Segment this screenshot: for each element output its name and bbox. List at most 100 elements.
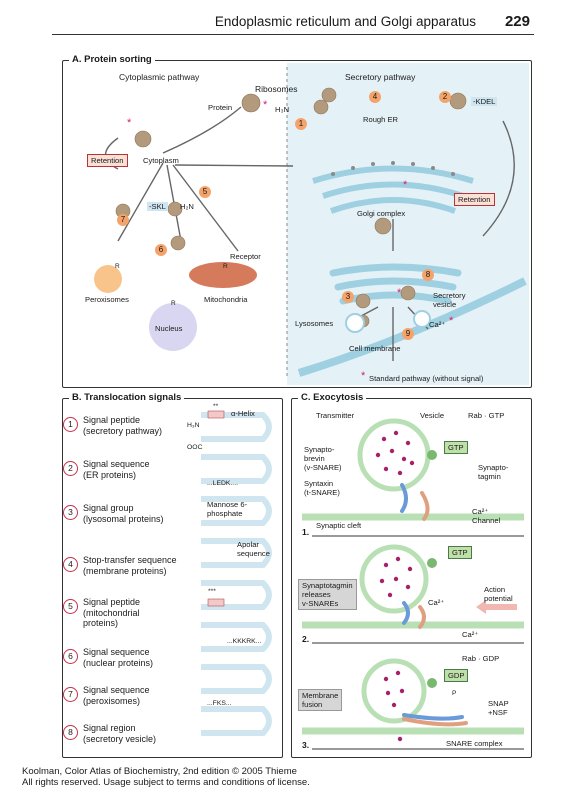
label-nucleus-r: R [171, 300, 176, 307]
protein-blobs [115, 87, 467, 328]
signal-label-7: Signal sequence (peroxisomes) [83, 685, 150, 706]
marker-5: 5 [199, 186, 211, 198]
label-protein: Protein [208, 103, 233, 112]
asterisk-ca: * [449, 315, 454, 327]
transmitter-dots-2 [379, 556, 413, 598]
synaptotagmin-note: Synaptotagmin releases v-SNAREs [298, 579, 357, 610]
label-skl: -SKL [147, 202, 168, 211]
gtp-box-2: GTP [448, 546, 472, 559]
marker-9: 9 [402, 328, 414, 340]
panel-c-title: C. Exocytosis [298, 392, 367, 403]
mitochondrion-shape [189, 262, 257, 288]
signal-row-8: 8 Signal region (secretory vesicle) [63, 721, 283, 761]
gdp-box: GDP [444, 669, 469, 682]
label-peroxisome-r: R [115, 263, 120, 270]
signal-label-5: Signal peptide (mitochondrial proteins) [83, 597, 141, 628]
footer-line-1: Koolman, Color Atlas of Biochemistry, 2n… [22, 766, 297, 777]
action-potential-arrowhead [476, 600, 486, 614]
label-mitochondria: Mitochondria [204, 295, 248, 304]
transmitter-dots-3 [383, 670, 405, 742]
label-ca-channel: Ca²⁺ Channel [472, 507, 501, 525]
marker-7: 7 [117, 214, 129, 226]
asterisk-golgi: * [403, 179, 408, 191]
label-lysosomes: Lysosomes [295, 319, 334, 328]
label-vesicle: Vesicle [420, 411, 445, 420]
asterisk-lysosome: * [397, 287, 402, 299]
transmitter-dots-1 [375, 430, 415, 476]
label-snare-complex: SNARE complex [446, 739, 503, 748]
vesicle-3 [361, 658, 427, 724]
rough-er [312, 165, 474, 214]
protein-sorting-diagram [94, 63, 529, 385]
panel-a-title: A. Protein sorting [69, 54, 155, 65]
signal-label-2: Signal sequence (ER proteins) [83, 459, 150, 480]
footer-line-2: All rights reserved. Usage subject to te… [22, 777, 310, 788]
panel-translocation-signals: B. Translocation signals 1 Signal peptid… [62, 392, 283, 761]
peroxisome-shape [94, 265, 122, 293]
label-synaptic-cleft: Synaptic cleft [316, 521, 362, 530]
signal-row-3: 3 Signal group (lysosomal proteins) [63, 501, 283, 541]
secretory-vesicle-shape [413, 310, 431, 328]
label-kkkrk: ...KKKRK... [227, 638, 262, 645]
retention-left-box: Retention [87, 154, 128, 167]
marker-8: 8 [422, 269, 434, 281]
label-rab-gtp: Rab · GTP [468, 411, 505, 420]
label-secretory-vesicle: Secretory vesicle [433, 291, 466, 309]
signal-label-4: Stop-transfer sequence (membrane protein… [83, 555, 177, 576]
label-cell-membrane: Cell membrane [349, 344, 401, 353]
label-b-plus2: ** [213, 403, 219, 410]
signal-row-1: 1 Signal peptide (secretory pathway) [63, 413, 283, 453]
label-golgi-complex: Golgi complex [357, 209, 406, 218]
label-alpha-helix: α-Helix [231, 409, 255, 418]
nucleus-shape [149, 303, 197, 351]
label-transmitter: Transmitter [316, 411, 355, 420]
retention-right-box: Retention [454, 193, 495, 206]
signal-row-7: 7 Signal sequence (peroxisomes) [63, 683, 283, 723]
legend-standard-pathway: Standard pathway (without signal) [369, 374, 484, 383]
label-h2n: H₂N [180, 202, 194, 211]
label-rough-er: Rough ER [363, 115, 399, 124]
mito-helix-block [207, 598, 225, 607]
signal-membrane-loops [201, 410, 272, 736]
label-fks: ...FKS... [207, 700, 232, 707]
label-kdel: -KDEL [471, 97, 498, 106]
panel-exocytosis: C. Exocytosis [291, 392, 532, 758]
page-header: Endoplasmic reticulum and Golgi apparatu… [0, 13, 564, 38]
chapter-title: Endoplasmic reticulum and Golgi apparatu… [214, 14, 476, 29]
signal-label-1: Signal peptide (secretory pathway) [83, 415, 163, 436]
label-cytoplasmic-pathway: Cytoplasmic pathway [119, 72, 200, 82]
label-ca-3: Ca²⁺ [462, 630, 479, 639]
membrane-fusion-note: Membrane fusion [298, 689, 343, 711]
label-mannose: Mannose 6- phosphate [207, 500, 248, 518]
signal-number-4: 4 [63, 557, 78, 572]
label-b-ooc: OOC [187, 444, 203, 451]
label-rab-gdp: Rab · GDP [462, 654, 500, 663]
exocytosis-diagram [302, 418, 524, 750]
panel-protein-sorting: A. Protein sorting Cytoplasmic pathway S… [62, 54, 532, 388]
signal-number-3: 3 [63, 505, 78, 520]
marker-6: 6 [155, 244, 167, 256]
label-synaptobrevin: Synapto- brevin (v-SNARE) [304, 445, 342, 472]
rab-gdp-dot [427, 678, 437, 688]
label-step-1: 1. [302, 527, 310, 537]
signal-row-5: 5 Signal peptide (mitochondrial proteins… [63, 595, 283, 635]
snare-proteins [400, 483, 468, 727]
label-cytoplasm: Cytoplasm [143, 156, 179, 165]
label-action-potential: Action potential [484, 585, 513, 603]
gtp-box-1: GTP [444, 441, 468, 454]
signal-row-2: 2 Signal sequence (ER proteins) [63, 457, 283, 497]
page-number: 229 [504, 13, 530, 30]
signal-label-6: Signal sequence (nuclear proteins) [83, 647, 154, 668]
rab-gtp-dot [427, 450, 437, 460]
signal-number-5: 5 [63, 599, 78, 614]
signal-row-6: 6 Signal sequence (nuclear proteins) [63, 645, 283, 685]
signal-row-4: 4 Stop-transfer sequence (membrane prote… [63, 553, 283, 593]
vesicle-1 [357, 418, 431, 492]
label-receptor: Receptor [230, 252, 261, 261]
label-ribosomes: Ribosomes [255, 84, 298, 94]
label-step-2: 2. [302, 634, 310, 644]
label-nucleus: Nucleus [155, 324, 183, 333]
signal-number-7: 7 [63, 687, 78, 702]
signal-number-2: 2 [63, 461, 78, 476]
asterisk-left: * [127, 117, 132, 129]
